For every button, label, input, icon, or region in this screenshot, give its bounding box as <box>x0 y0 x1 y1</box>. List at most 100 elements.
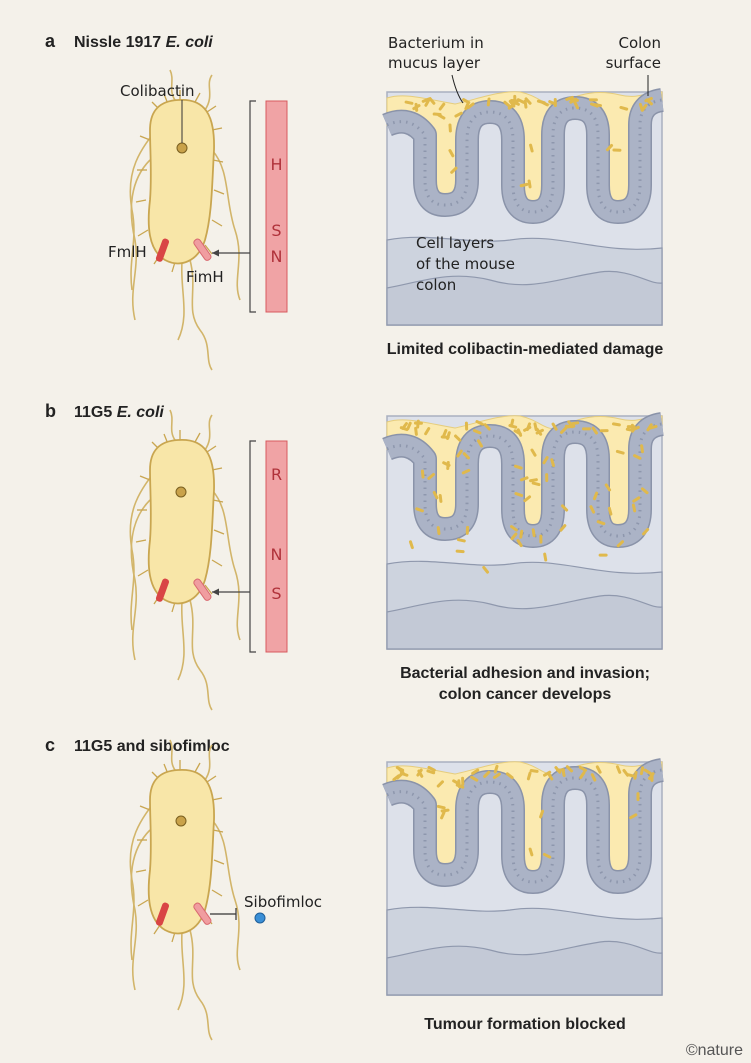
bacteria-cluster <box>404 94 653 189</box>
bacterium-rod <box>392 774 401 782</box>
fimh-adhesin <box>193 238 212 261</box>
bacterium-rod <box>465 525 470 535</box>
bacterium-rod <box>525 422 532 432</box>
bracket <box>212 440 256 653</box>
bacterium-rod <box>455 549 465 554</box>
bacterium-rod <box>565 765 574 773</box>
bacterium-rod <box>454 111 463 118</box>
sequence-bar <box>265 100 288 313</box>
bacterium-rod <box>424 427 431 436</box>
panel-caption: Bacterial adhesion and invasion; <box>400 665 650 682</box>
panel-title: Nissle 1917 E. coli <box>74 34 213 51</box>
bacterium-rod <box>436 804 446 810</box>
bacterium-rod <box>427 473 435 480</box>
bacterium-label: Bacterium in <box>388 34 484 52</box>
bacterium-rod <box>432 112 442 116</box>
bacterium-rod <box>428 97 436 105</box>
bacterium-rod <box>438 493 443 503</box>
bacterium-rod <box>527 179 532 189</box>
bacterium-rod <box>551 422 558 431</box>
bacterium-rod <box>542 852 552 859</box>
bacteria-cluster <box>399 418 658 574</box>
fmlh-adhesin <box>155 578 170 602</box>
bacterium-rod <box>550 458 555 468</box>
bacterium-rod <box>414 426 418 436</box>
bacterium-rod <box>466 102 475 110</box>
bacterium-rod <box>415 507 424 513</box>
panel-caption: Tumour formation blocked <box>424 1016 625 1033</box>
bacterium-rod <box>545 473 549 483</box>
bacterium-rod <box>483 423 491 431</box>
bacterium-rod <box>516 539 523 548</box>
fimh-adhesin <box>193 902 212 925</box>
bacterium-rod <box>636 792 640 802</box>
bacterium-rod <box>475 420 484 426</box>
bacterium-rod <box>528 847 534 857</box>
bacterium-rod <box>482 565 490 574</box>
bacterium-rod <box>408 540 414 550</box>
bacterium-rod <box>638 102 644 112</box>
bacterium-rod <box>505 772 514 780</box>
colibactin-dot <box>175 815 187 827</box>
panel-letter: a <box>45 31 56 51</box>
sibofimloc-label: Sibofimloc <box>244 893 322 911</box>
bacterium-rod <box>615 765 622 774</box>
sequence-bar <box>265 440 288 653</box>
panel-c: c 11G5 and sibofimloc Sibofimloc Tumour … <box>45 735 662 1041</box>
bacterium-rod <box>590 773 597 782</box>
bacterium-rod <box>493 764 499 774</box>
bacterium-rod <box>590 102 599 108</box>
bacterium-rod <box>417 769 424 778</box>
bacterium-rod <box>476 439 484 448</box>
bacterium-rod <box>492 772 501 779</box>
panel-title: 11G5 E. coli <box>74 404 164 421</box>
arrow-icon <box>212 249 219 257</box>
panel-letter: b <box>45 401 56 421</box>
bacterium-rod <box>448 149 455 158</box>
bacterium-rod <box>531 481 541 487</box>
bacterium-rod <box>519 476 529 482</box>
panel-caption: colon cancer develops <box>439 686 612 703</box>
bacterium-rod <box>578 765 588 772</box>
bacterium-rod <box>559 426 568 434</box>
bacterium-rod <box>416 419 420 429</box>
bacterium-rod <box>507 102 516 110</box>
bacterium-rod <box>440 435 450 439</box>
bacterium-rod <box>529 478 538 483</box>
bacterium-rod <box>632 496 641 503</box>
bacterium-label: mucus layer <box>388 54 481 72</box>
bacterium-rod <box>607 506 613 516</box>
bacterium-rod <box>619 105 629 111</box>
bacterium-rod <box>427 765 436 772</box>
bacterium-rod <box>524 97 532 105</box>
cell-layers-label: colon <box>416 276 456 294</box>
fmlh-adhesin <box>155 238 170 262</box>
bacterium-rod <box>616 540 625 548</box>
bacterium-rod <box>611 422 621 427</box>
bacterium-rod <box>523 495 532 503</box>
bacterium-rod <box>569 97 578 104</box>
bacterium-rod <box>631 503 637 513</box>
bacterium-rod <box>456 449 463 458</box>
bacterium-rod <box>596 520 606 526</box>
nature-credit: ©nature <box>686 1042 743 1059</box>
bacterium-rod <box>591 426 598 435</box>
bacterium-rod <box>454 434 462 442</box>
sibofimloc-molecule <box>254 912 266 924</box>
bacterium-rod <box>553 98 557 108</box>
bacterium-rod <box>513 464 523 470</box>
bacterium-rod <box>543 552 548 562</box>
bacterium-rod <box>612 148 622 152</box>
bacterium-rod <box>646 423 653 432</box>
bacterium-rod <box>461 776 465 786</box>
bacterium-rod <box>630 423 635 433</box>
bacterium-rod <box>436 780 444 788</box>
cell-layers-label: Cell layers <box>416 234 494 252</box>
bacterium-rod <box>424 98 431 107</box>
bacterium-rod <box>406 421 412 431</box>
bacterium-rod <box>615 449 625 455</box>
bacterium-rod <box>581 427 591 431</box>
bacterium-rod <box>633 770 638 780</box>
bacterium-rod <box>625 773 635 778</box>
